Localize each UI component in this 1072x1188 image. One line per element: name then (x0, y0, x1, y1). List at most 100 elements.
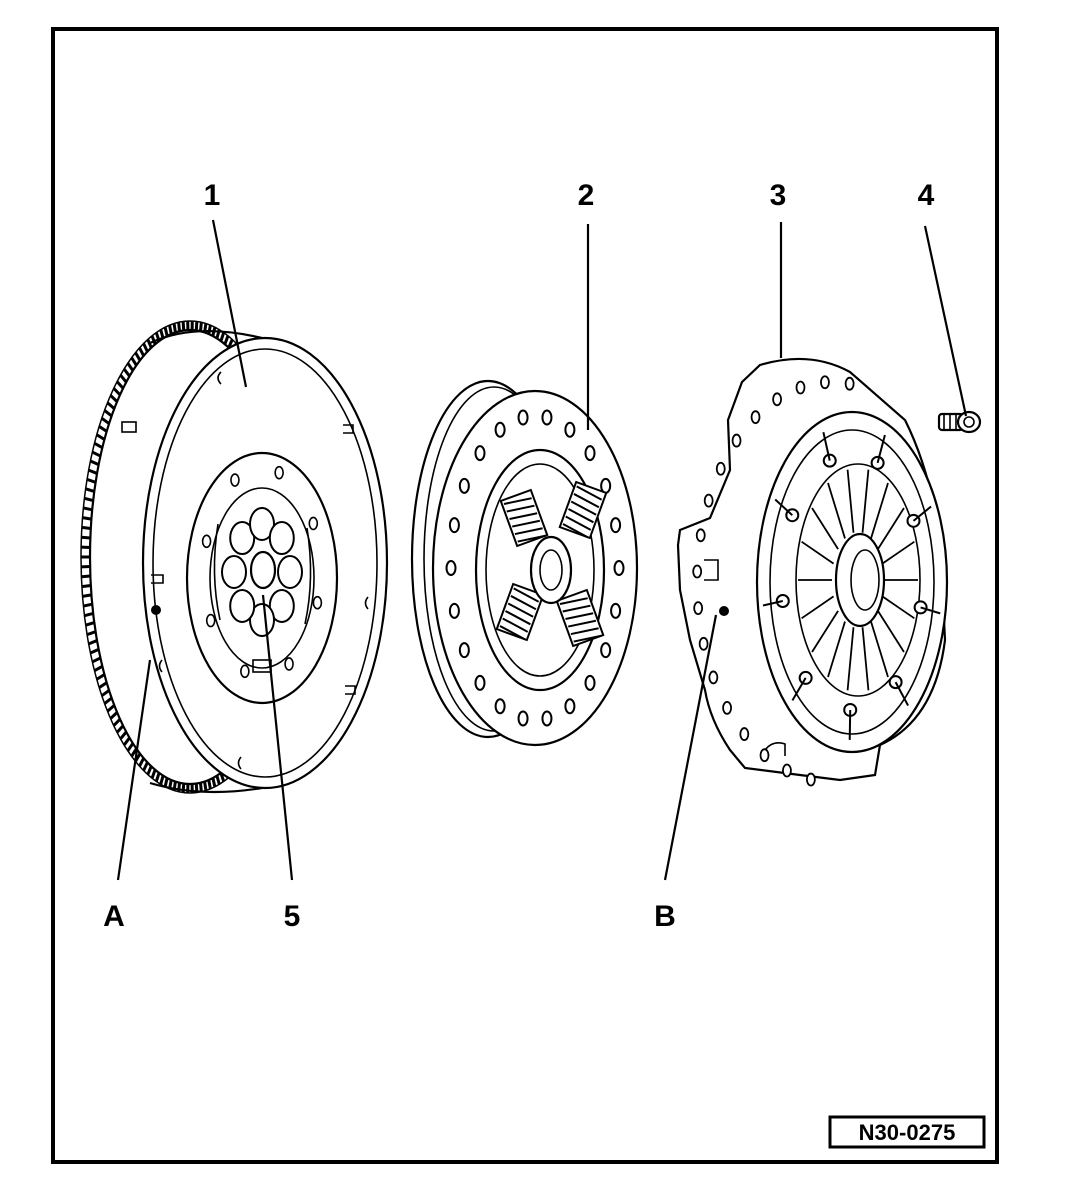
diaphragm-finger (870, 482, 889, 539)
flywheel-hub-bolts (201, 465, 323, 679)
ring-gear-tooth (88, 639, 98, 646)
strap (774, 498, 793, 516)
ring-gear-tooth (84, 611, 94, 618)
diaphragm-ring (795, 463, 921, 697)
ring-gear-tooth (81, 574, 91, 579)
pp-hole (759, 748, 770, 763)
strap (762, 600, 783, 607)
ring-gear-tooth (154, 772, 161, 782)
disc-rivet (445, 560, 457, 576)
ring-gear-tooth (134, 351, 142, 362)
ring-gear-tooth (83, 506, 93, 512)
strap (791, 677, 807, 701)
ring-gear-tooth (89, 459, 100, 467)
strap (894, 681, 909, 707)
strap (822, 431, 831, 461)
ring-gear-tooth (81, 525, 91, 531)
pp-hole (731, 433, 742, 448)
pressure-plate-bolt-holes (692, 375, 855, 787)
hub-bolt (229, 588, 256, 623)
ring-gear-tooth (91, 450, 102, 458)
ring-gear-tooth (168, 324, 173, 335)
ring-gear-tooth (98, 681, 108, 689)
diaphragm-finger (827, 482, 846, 539)
disc-rivet (494, 698, 506, 715)
ring-gear-tooth (207, 779, 212, 790)
ring-gear-tooth (194, 321, 199, 331)
reference-code: N30-0275 (859, 1120, 956, 1145)
pp-hole (820, 375, 830, 390)
ring-gear-tooth (106, 401, 116, 410)
pp-hole (750, 410, 761, 425)
disc-rivet (517, 710, 529, 727)
ring-gear-tooth (126, 362, 135, 372)
pp-hole (722, 700, 732, 715)
ring-gear-tooth (138, 757, 145, 767)
callout-3: 3 (770, 179, 787, 212)
pp-hole (795, 380, 806, 395)
ring-gear-tooth (159, 775, 165, 785)
ring-gear-tooth (181, 321, 186, 331)
diaphragm-spring-fingers (795, 463, 921, 697)
ring-gear-tooth (146, 765, 153, 776)
ring-gear-tooth (211, 777, 217, 788)
ring-gear-tooth (93, 441, 104, 449)
disc-rivet (458, 642, 470, 659)
damper-spring (555, 588, 605, 648)
hub-bolt (268, 521, 295, 556)
ring-gear-tooth (119, 730, 128, 740)
ring-gear-tooth (95, 673, 106, 681)
hub-hole (284, 657, 294, 671)
bolt (937, 410, 982, 434)
callout-2: 2 (578, 179, 595, 212)
ring-gear-tooth (95, 433, 106, 441)
diaphragm-finger (846, 627, 855, 691)
ring-gear-tooth (106, 704, 116, 713)
strap (920, 606, 941, 615)
diaphragm-finger (877, 507, 905, 550)
ring-gear-tooth (115, 724, 125, 734)
diaphragm-finger (801, 595, 835, 620)
ring-gear-tooth (172, 323, 177, 333)
ring-gear-tooth (207, 324, 212, 335)
ring-gear-tooth (227, 338, 234, 349)
disc-rivet (610, 602, 622, 619)
hub-bolt (249, 507, 275, 541)
ring-gear-tooth (81, 583, 91, 589)
ring-gear-tooth (163, 777, 169, 788)
strap (876, 434, 886, 464)
pp-hole (693, 601, 704, 616)
ring-gear-tooth (103, 696, 113, 705)
ring-gear-tooth (115, 380, 125, 390)
ring-gear-tooth (198, 322, 203, 332)
diaphragm-finger (827, 621, 846, 678)
disc-rivet (541, 409, 553, 426)
diaphragm-finger (870, 621, 889, 678)
diaphragm-finger (811, 610, 839, 653)
pressure-plate (676, 357, 949, 787)
ring-gear-tooth (119, 374, 128, 384)
diaphragm-finger (881, 540, 915, 565)
disc-rivet (584, 674, 596, 691)
ring-gear-tooth (122, 368, 131, 378)
ring-gear-tooth (112, 387, 122, 396)
diagram-frame (51, 27, 999, 1164)
ring-gear-tooth (83, 602, 93, 608)
pp-hole (698, 636, 709, 651)
ring-gear-tooth (223, 335, 230, 345)
ring-gear-tooth (86, 477, 97, 484)
ring-gear-tooth (93, 665, 104, 673)
ring-gear-tooth (98, 425, 108, 433)
diaphragm-finger (877, 610, 905, 653)
hub-bolt (268, 588, 295, 623)
ring-gear-tooth (86, 630, 97, 637)
disc-rivet (600, 642, 612, 659)
damper-spring (558, 480, 608, 540)
callout-b: B (654, 900, 676, 933)
pp-hole (708, 670, 719, 685)
hub-hole (201, 534, 212, 549)
ring-gear-tooth (91, 656, 102, 664)
clutch-disc-damper-springs (495, 480, 608, 648)
diaphragm-finger (811, 507, 839, 550)
ring-gear-tooth (122, 736, 131, 746)
